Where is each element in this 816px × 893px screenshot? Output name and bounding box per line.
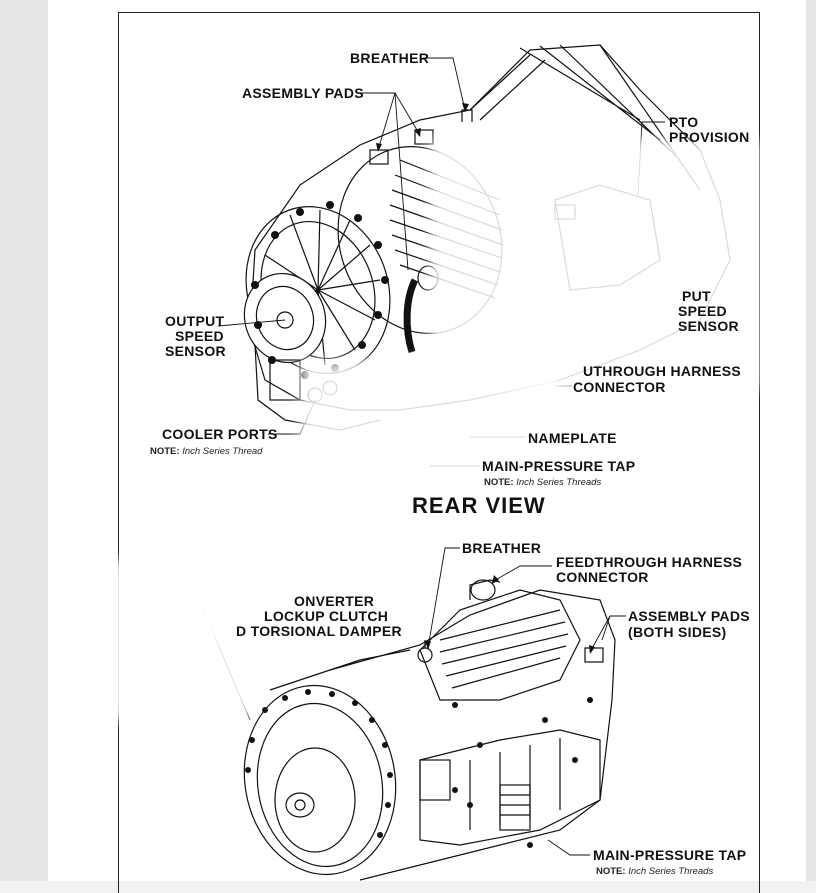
label-input-speed-sensor-line3: SENSOR — [678, 318, 739, 334]
faded-area — [300, 360, 560, 520]
label-converter-line3: D TORSIONAL DAMPER — [236, 623, 402, 639]
label-assembly-pads: ASSEMBLY PADS — [242, 85, 364, 101]
viewer-left-gutter — [0, 0, 48, 881]
faded-area — [60, 560, 250, 720]
lower-transmission-drawing — [243, 579, 616, 881]
label-converter-line2: LOCKUP CLUTCH — [264, 608, 389, 624]
note-main-pressure-tap-lower: NOTE: Inch Series Threads — [596, 866, 714, 877]
label-input-speed-sensor-line1: PUT — [682, 288, 711, 304]
viewer-scrollbar[interactable] — [806, 0, 816, 881]
label-output-speed-sensor-line2: SPEED — [175, 328, 224, 344]
label-output-speed-sensor-line1: OUTPUT — [165, 313, 225, 329]
label-pto-line2: PROVISION — [669, 129, 750, 145]
label-feedthrough-line1: UTHROUGH HARNESS — [583, 363, 742, 379]
label-breather-lower: BREATHER — [462, 540, 542, 556]
note-main-pressure-tap: NOTE: Inch Series Threads — [484, 477, 602, 488]
label-cooler-ports: COOLER PORTS — [162, 426, 278, 442]
label-output-speed-sensor-line3: SENSOR — [165, 343, 226, 359]
label-input-speed-sensor-line2: SPEED — [678, 303, 727, 319]
faded-area — [190, 588, 280, 638]
label-assembly-pads-lower-line2: (BOTH SIDES) — [628, 624, 727, 640]
faded-area — [430, 140, 760, 390]
label-assembly-pads-lower-line1: ASSEMBLY PADS — [628, 608, 750, 624]
view-title-rear: REAR VIEW — [412, 493, 546, 518]
label-feedthrough-lower-line2: CONNECTOR — [556, 569, 649, 585]
label-pto-line1: PTO — [669, 114, 699, 130]
label-breather: BREATHER — [350, 50, 430, 66]
note-cooler-ports: NOTE: Inch Series Thread — [150, 446, 263, 457]
label-main-pressure-tap-lower: MAIN-PRESSURE TAP — [593, 847, 747, 863]
page-frame — [118, 12, 760, 893]
label-main-pressure-tap: MAIN-PRESSURE TAP — [482, 458, 636, 474]
label-converter-line1: ONVERTER — [294, 593, 375, 609]
label-nameplate: NAMEPLATE — [528, 430, 617, 446]
label-feedthrough-line2: CONNECTOR — [573, 379, 666, 395]
label-feedthrough-lower-line1: FEEDTHROUGH HARNESS — [556, 554, 743, 570]
